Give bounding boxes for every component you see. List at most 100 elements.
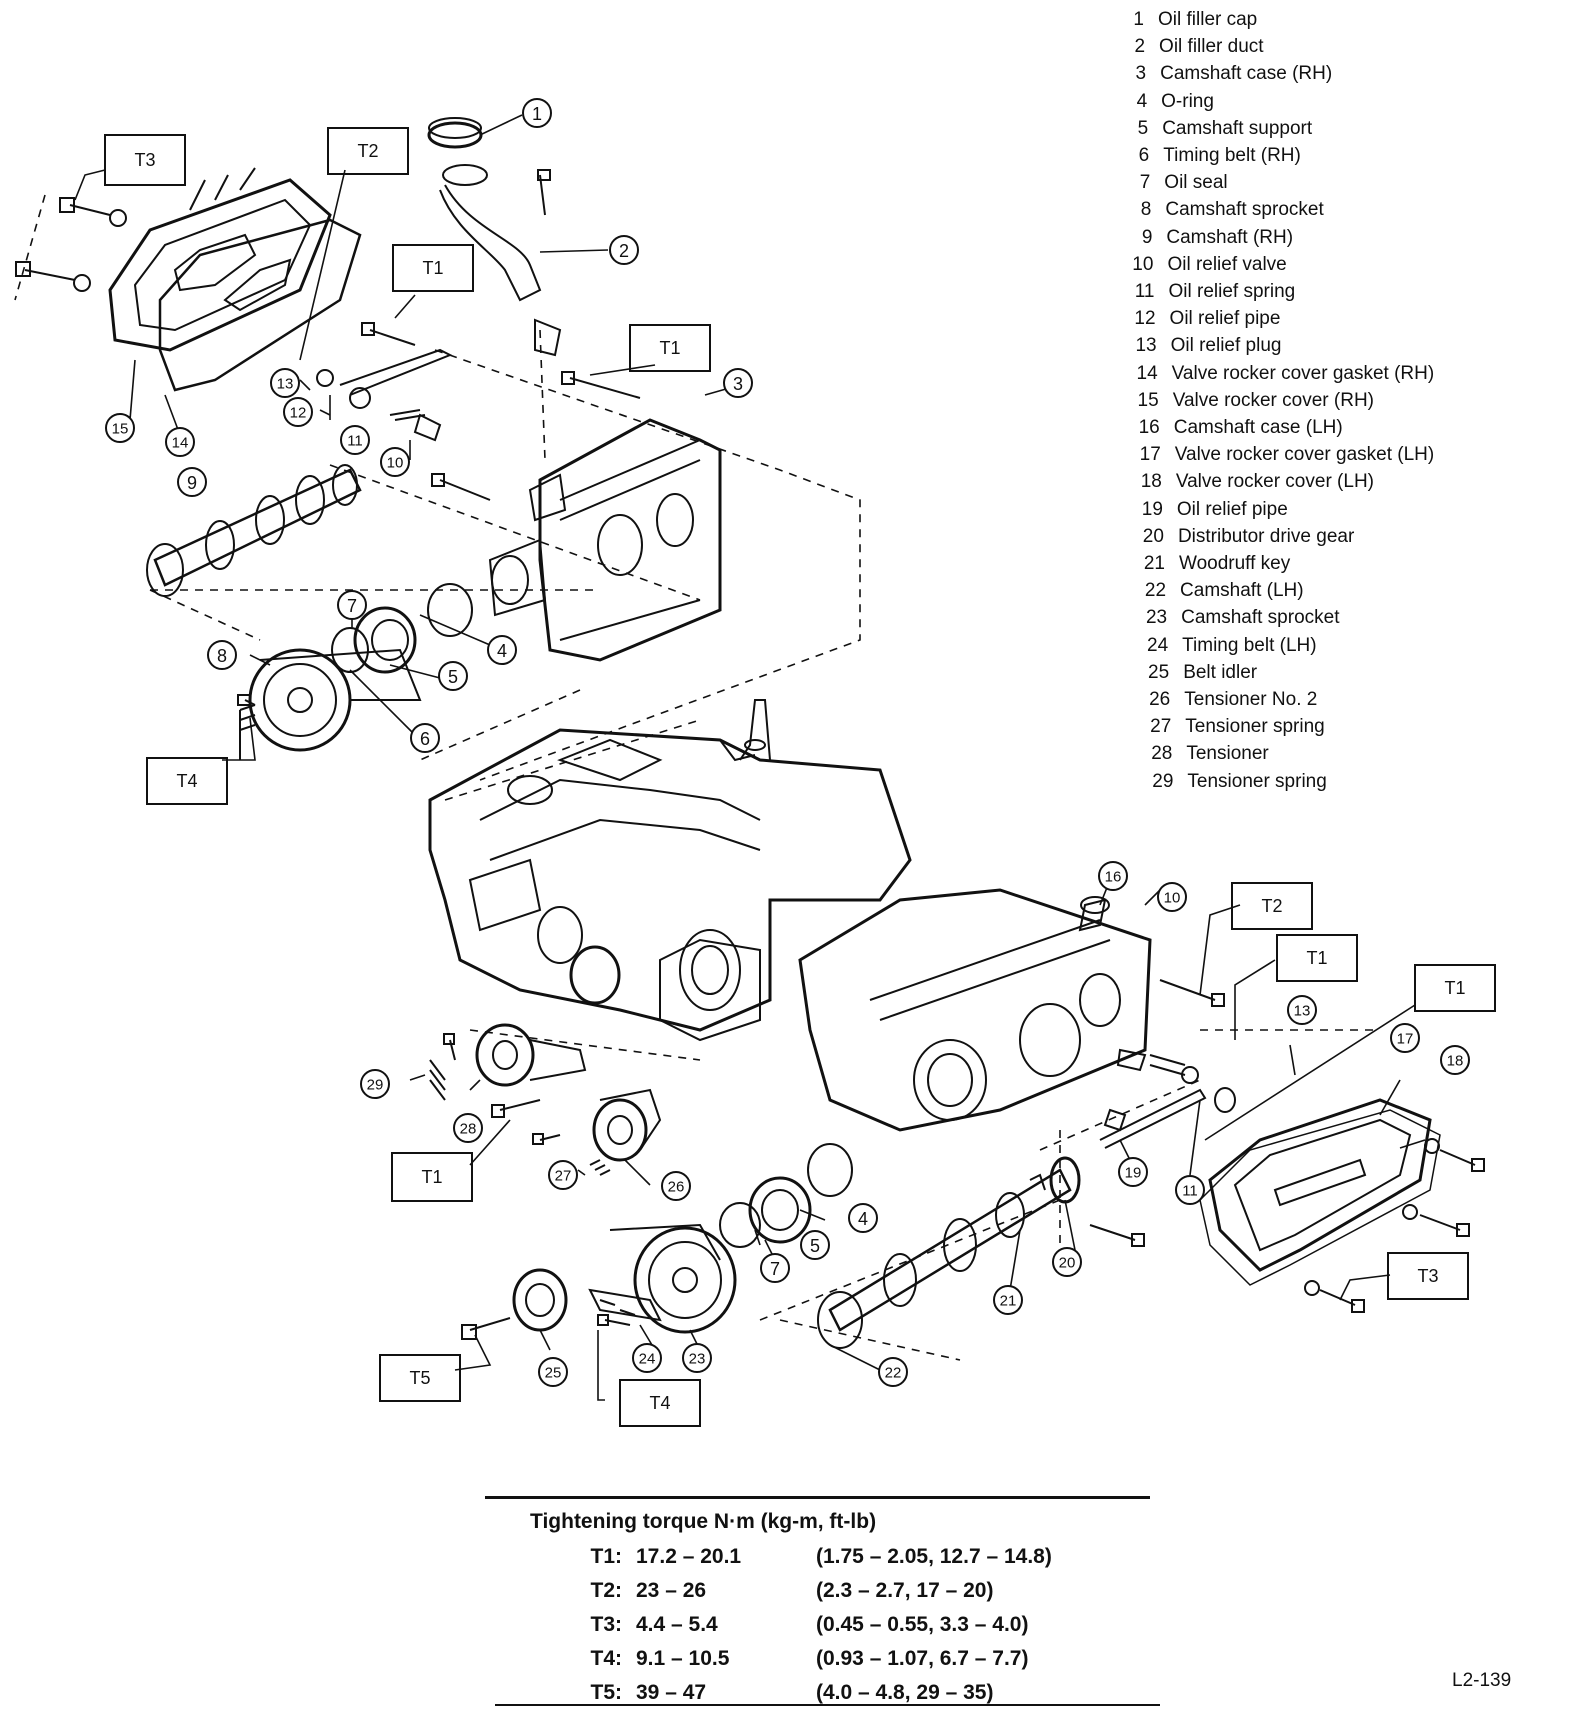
- torque-code: T4:: [590, 1647, 623, 1670]
- callout-circle: [283, 397, 313, 427]
- part-callout: 4: [487, 635, 517, 665]
- part-callout: 7: [337, 590, 367, 620]
- legend-number: 7: [1139, 172, 1151, 194]
- part-callout: 5: [438, 661, 468, 691]
- legend-label: Oil filler duct: [1159, 36, 1264, 58]
- part-callout: 5: [800, 1230, 830, 1260]
- legend-number: 2: [1134, 36, 1146, 58]
- legend-label: Oil filler cap: [1158, 9, 1258, 30]
- callout-circle: [165, 427, 195, 457]
- torque-callout: T4: [649, 1393, 670, 1413]
- legend-number: 6: [1138, 145, 1150, 167]
- torque-code: T3:: [590, 1613, 623, 1636]
- legend-label: Tensioner No. 2: [1184, 689, 1318, 711]
- legend-label: Camshaft support: [1162, 117, 1313, 139]
- callout-circle: [1440, 1045, 1470, 1075]
- legend-number: 19: [1141, 498, 1163, 520]
- callout-circle: [340, 425, 370, 455]
- part-callout: 23: [682, 1343, 712, 1373]
- torque-nm: 39 – 47: [636, 1681, 707, 1704]
- legend-number: 13: [1135, 335, 1157, 357]
- legend-number: 16: [1138, 417, 1160, 439]
- torque-callout: T1: [1306, 948, 1327, 968]
- callout-number: 24: [639, 1351, 656, 1368]
- callout-circle: [522, 98, 552, 128]
- callout-number: 5: [448, 667, 458, 687]
- part-callouts: 1234567891011121314151610111317181920212…: [105, 98, 1470, 1387]
- callout-circle: [609, 235, 639, 265]
- torque-alt: (0.93 – 1.07, 6.7 – 7.7): [816, 1647, 1029, 1670]
- callout-number: 4: [858, 1209, 868, 1229]
- tensioner-no2: [589, 1088, 662, 1176]
- callout-circle: [1287, 995, 1317, 1025]
- torque-top-rule: [485, 1496, 1150, 1499]
- legend-number: 4: [1136, 90, 1148, 112]
- callout-circle: [380, 447, 410, 477]
- part-callout: 7: [760, 1253, 790, 1283]
- torque-row: T3:4.4 – 5.4(0.45 – 0.55, 3.3 – 4.0): [530, 1608, 1052, 1642]
- legend-label: Tensioner spring: [1187, 770, 1327, 792]
- part-callout: 14: [165, 427, 195, 457]
- torque-code: T2:: [590, 1579, 623, 1602]
- part-callout: 28: [453, 1113, 483, 1143]
- part-callout: 6: [410, 723, 440, 753]
- camshaft-support-rh: [331, 583, 473, 674]
- callout-number: 16: [1105, 869, 1122, 886]
- torque-row: T2:23 – 26(2.3 – 2.7, 17 – 20): [530, 1574, 1052, 1608]
- part-callout: 11: [1175, 1175, 1205, 1205]
- callout-number: 12: [290, 405, 307, 422]
- part-callout: 4: [848, 1203, 878, 1233]
- torque-callout: T1: [1444, 978, 1465, 998]
- callout-circle: [360, 1069, 390, 1099]
- part-callout: 29: [360, 1069, 390, 1099]
- torque-nm: 23 – 26: [636, 1579, 707, 1602]
- part-callout: 17: [1390, 1023, 1420, 1053]
- camshaft-case-lh: [798, 888, 1225, 1132]
- legend-number: 10: [1132, 253, 1154, 275]
- legend-number: 27: [1150, 716, 1172, 738]
- part-callout: 18: [1440, 1045, 1470, 1075]
- legend-label: Timing belt (RH): [1163, 145, 1301, 167]
- legend-label: Camshaft sprocket: [1165, 199, 1324, 221]
- callout-number: 28: [460, 1121, 477, 1138]
- engine-block: [428, 699, 912, 1042]
- legend-number: 20: [1142, 525, 1164, 547]
- part-callout: 3: [723, 368, 753, 398]
- part-callout: 13: [1287, 995, 1317, 1025]
- legend-number: 1: [1133, 9, 1144, 30]
- legend-number: 14: [1136, 362, 1158, 384]
- torque-title: Tightening torque N·m (kg-m, ft-lb): [530, 1510, 877, 1533]
- callout-number: 10: [1164, 890, 1181, 907]
- legend-item: 6 Timing belt (RH): [1110, 142, 1434, 169]
- callout-number: 19: [1125, 1165, 1142, 1182]
- torque-callout: T4: [176, 771, 197, 791]
- part-callout: 25: [538, 1357, 568, 1387]
- torque-alt: (1.75 – 2.05, 12.7 – 14.8): [816, 1545, 1052, 1568]
- legend-label: Oil relief plug: [1170, 335, 1282, 357]
- legend-number: 18: [1140, 471, 1162, 493]
- legend-number: 23: [1145, 607, 1168, 629]
- gasket-rh: [158, 218, 362, 392]
- legend-number: 24: [1147, 634, 1169, 656]
- torque-callouts: [104, 127, 1496, 1427]
- callout-number: 18: [1447, 1053, 1464, 1070]
- part-callout: 11: [340, 425, 370, 455]
- callout-number: 11: [1182, 1183, 1198, 1200]
- torque-callout: T2: [357, 141, 378, 161]
- torque-nm: 4.4 – 5.4: [636, 1613, 718, 1636]
- legend-label: Camshaft case (RH): [1160, 63, 1333, 85]
- camshaft-sprocket-lh: [588, 1223, 737, 1334]
- torque-callout: T5: [409, 1368, 430, 1388]
- torque-nm: 9.1 – 10.5: [636, 1647, 730, 1670]
- legend-number: 29: [1152, 770, 1174, 792]
- callout-circle: [105, 413, 135, 443]
- part-callout: 20: [1052, 1247, 1082, 1277]
- oil-relief-parts-rh: [316, 322, 453, 442]
- part-callout: 22: [878, 1357, 908, 1387]
